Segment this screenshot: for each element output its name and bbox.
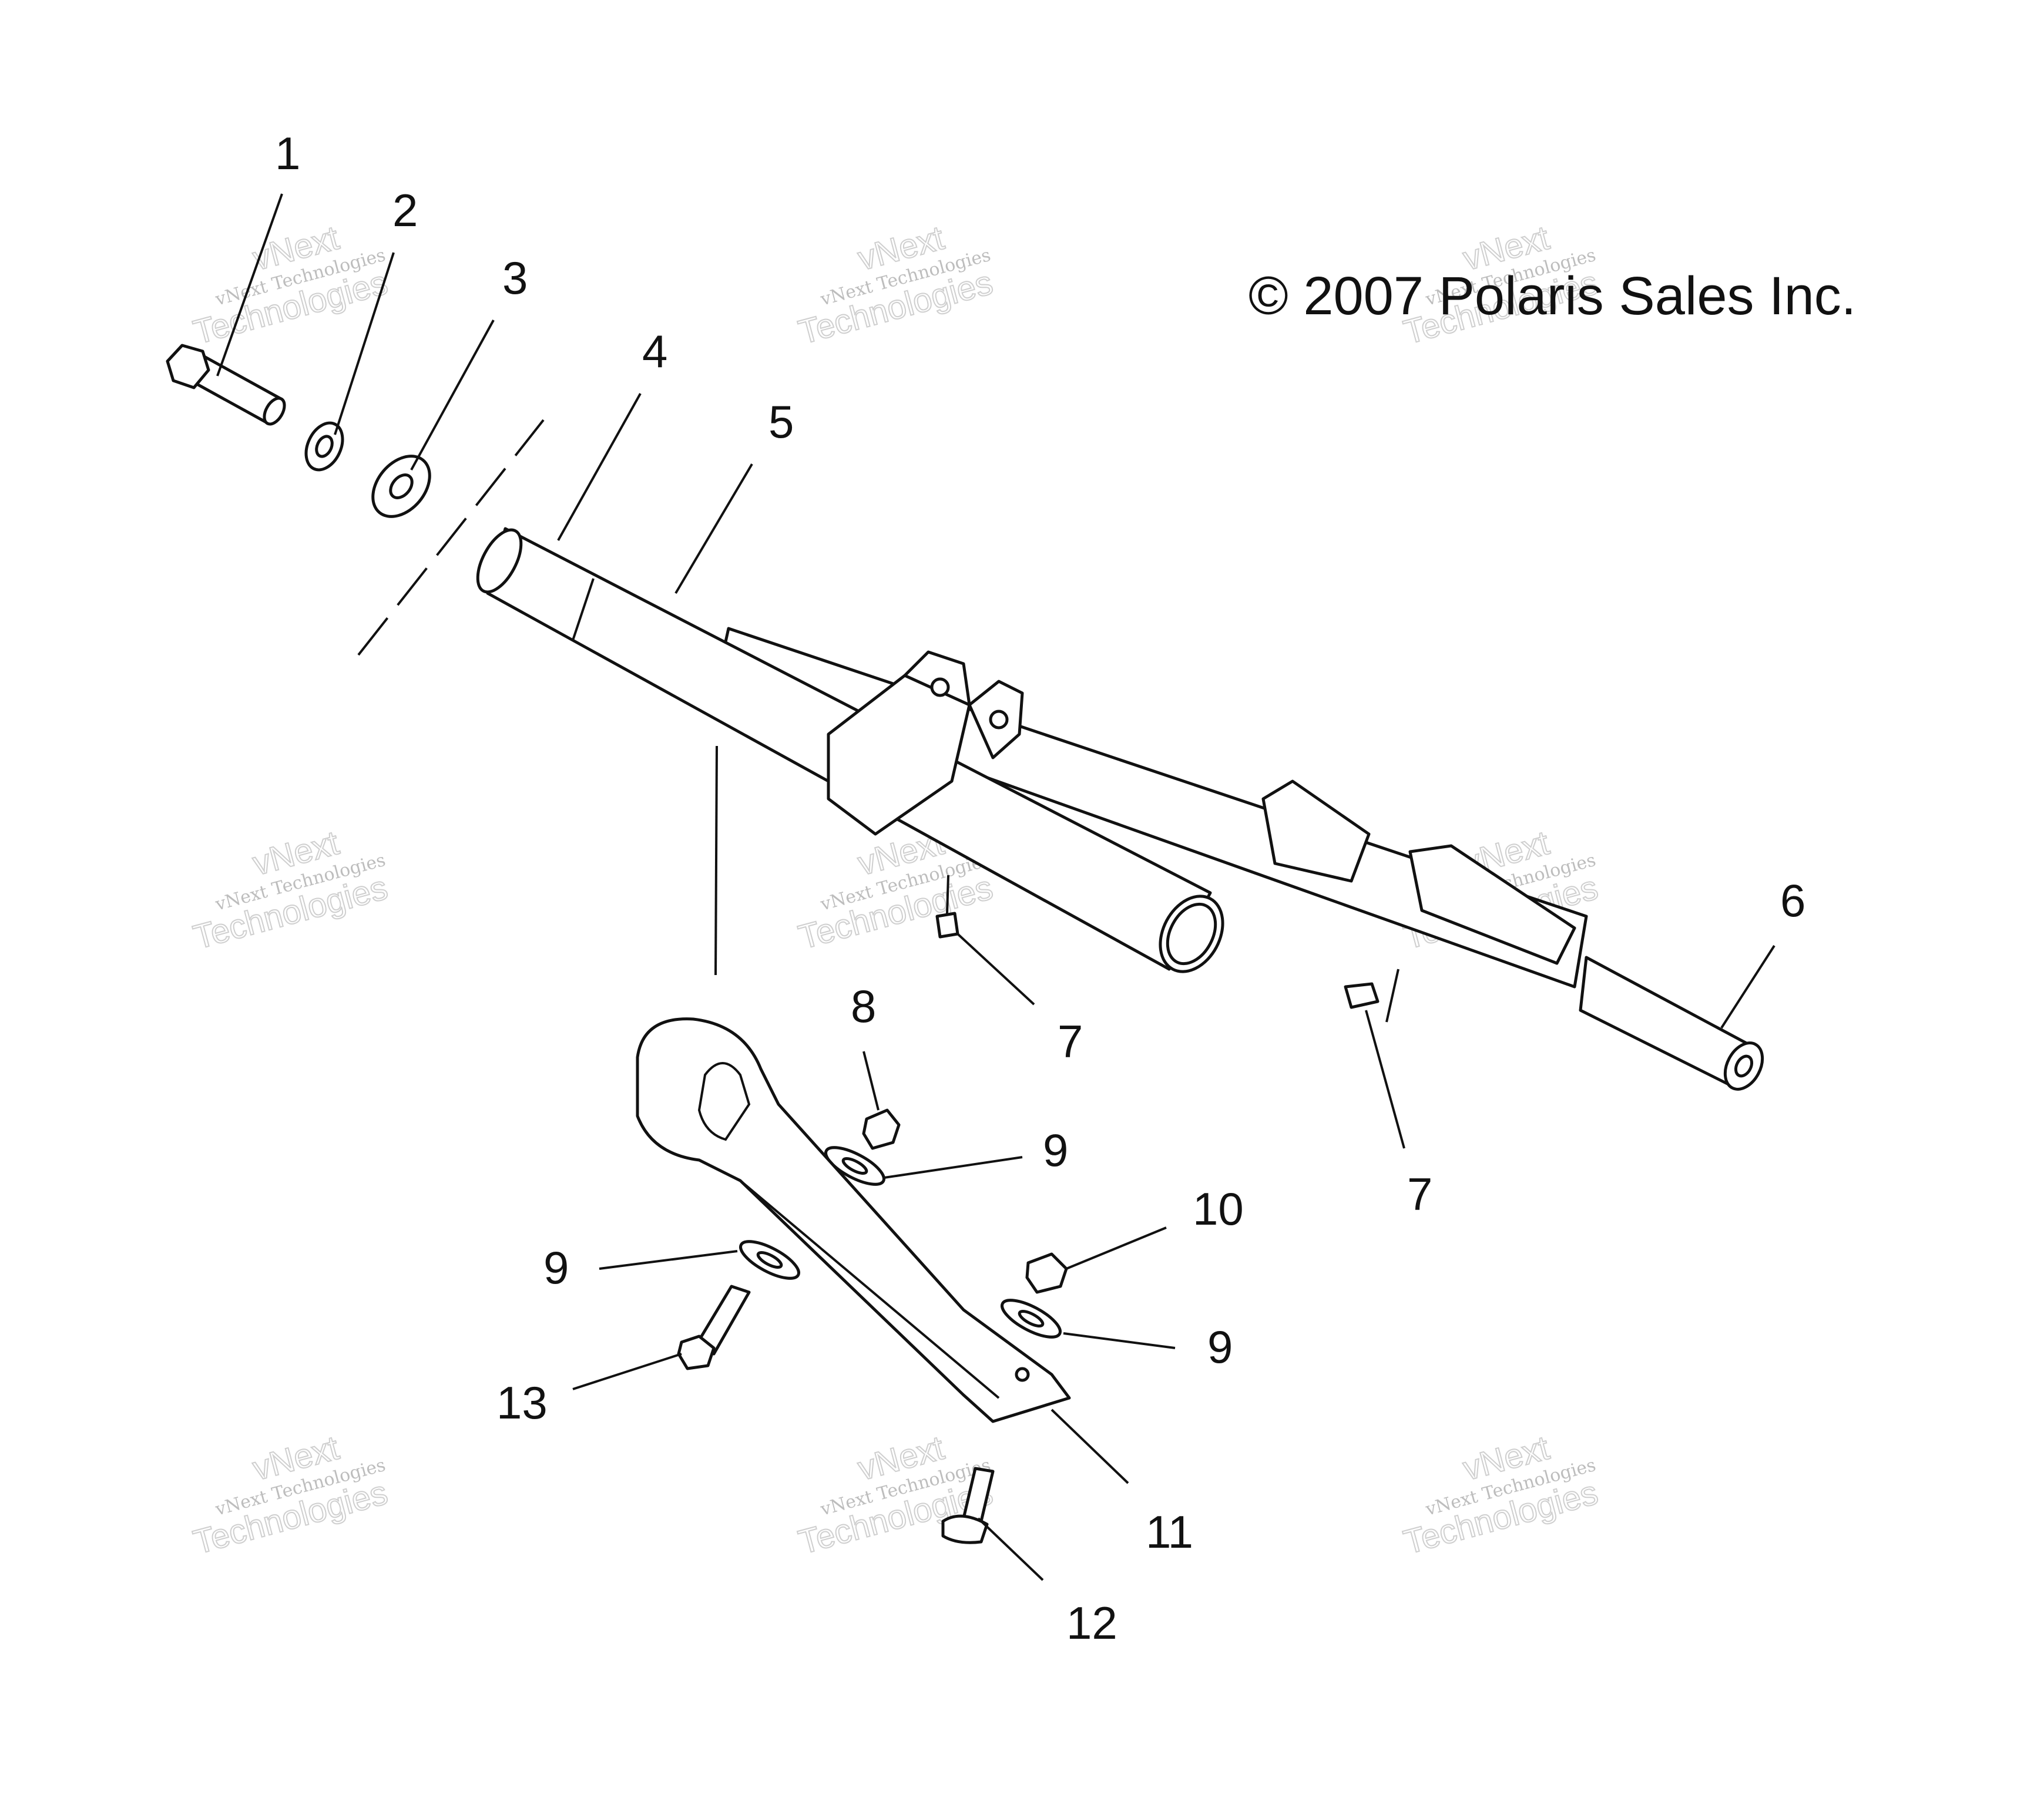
shaft-part-6 bbox=[1579, 956, 1764, 1091]
callout-11: 11 bbox=[1146, 1506, 1193, 1558]
nut-part-10 bbox=[1025, 1252, 1068, 1294]
leader-1 bbox=[216, 193, 283, 377]
washer-hole bbox=[756, 1251, 783, 1269]
fitting-body bbox=[1344, 982, 1380, 1009]
bolt-head bbox=[166, 344, 210, 389]
leader-4 bbox=[557, 393, 642, 541]
washer-part-9c bbox=[1001, 1299, 1062, 1339]
leader-13 bbox=[572, 1353, 682, 1390]
callout-10: 10 bbox=[1193, 1183, 1244, 1235]
washer-hole bbox=[389, 473, 414, 499]
shaft-rear-bracket bbox=[1408, 844, 1576, 965]
leader-7b bbox=[1365, 1010, 1405, 1149]
bolt-part-1 bbox=[166, 344, 286, 426]
shaft-rear-sleeve bbox=[1261, 779, 1371, 883]
leader-tube-arm bbox=[714, 745, 718, 976]
leader-5 bbox=[674, 463, 753, 594]
leader-6 bbox=[1720, 944, 1776, 1029]
watermark: vNext vNext Technologies Technologies bbox=[1399, 1428, 1602, 1562]
fitting-stem bbox=[946, 875, 949, 914]
leader-9a bbox=[884, 1156, 1023, 1179]
main-tube-left-end bbox=[476, 528, 523, 594]
watermark: vNext vNext Technologies Technologies bbox=[189, 823, 392, 957]
leader-9c bbox=[1063, 1332, 1176, 1349]
leader-11 bbox=[1050, 1409, 1129, 1484]
bolt-shank bbox=[694, 1285, 751, 1356]
washer-hole bbox=[1018, 1309, 1045, 1328]
callout-9c: 9 bbox=[1207, 1321, 1233, 1373]
watermark: vNext vNext Technologies Technologies bbox=[189, 218, 392, 352]
callout-2: 2 bbox=[392, 184, 418, 236]
bolt-part-12 bbox=[941, 1467, 995, 1544]
callout-4: 4 bbox=[642, 325, 667, 377]
callout-8: 8 bbox=[851, 980, 876, 1032]
washer-part-2 bbox=[304, 421, 344, 472]
leader-7a bbox=[956, 933, 1035, 1006]
leader-12 bbox=[977, 1517, 1044, 1581]
grease-fitting-part-7b bbox=[1344, 982, 1380, 1009]
leader-3 bbox=[410, 320, 495, 470]
callout-9b: 9 bbox=[543, 1242, 569, 1293]
copyright-text: © 2007 Polaris Sales Inc. bbox=[1248, 266, 1856, 326]
main-tube-bore bbox=[1166, 902, 1217, 966]
nut-part-8 bbox=[862, 1108, 901, 1150]
arm-edge bbox=[739, 1179, 1000, 1399]
callout-5: 5 bbox=[768, 396, 794, 448]
steering-arm-part-11 bbox=[636, 1017, 1071, 1423]
leader-7b-upper bbox=[1385, 969, 1399, 1023]
bracket-hole-right bbox=[989, 710, 1009, 730]
arm-eye-hole bbox=[697, 1062, 751, 1141]
leader-lines bbox=[216, 193, 1776, 1581]
washer-part-9b bbox=[739, 1240, 800, 1280]
bolt-part-13 bbox=[677, 1285, 751, 1370]
washer-hole bbox=[841, 1157, 868, 1175]
shaft-end-hole bbox=[1734, 1054, 1754, 1078]
callouts: 1 2 3 4 5 6 7 7 8 9 9 9 10 11 12 13 bbox=[275, 127, 1805, 1649]
center-bracket bbox=[827, 650, 1024, 836]
callout-12: 12 bbox=[1066, 1597, 1117, 1649]
sleeve-seam bbox=[572, 578, 595, 641]
bolt-end bbox=[263, 396, 286, 426]
callout-7a: 7 bbox=[1058, 1016, 1083, 1067]
arm-mount-hole bbox=[1015, 1367, 1030, 1382]
callout-13: 13 bbox=[496, 1377, 548, 1428]
leader-10 bbox=[1066, 1226, 1167, 1270]
bracket-hole-left bbox=[930, 677, 950, 697]
bolt-head bbox=[941, 1514, 989, 1544]
washer-part-3 bbox=[371, 455, 431, 518]
washer-hole bbox=[315, 435, 334, 458]
fitting-body bbox=[935, 912, 959, 939]
arm-body bbox=[636, 1017, 1071, 1423]
callout-6: 6 bbox=[1780, 875, 1805, 926]
leader-8 bbox=[862, 1051, 880, 1111]
callout-1: 1 bbox=[275, 127, 300, 179]
leader-9b bbox=[599, 1250, 738, 1270]
callout-9a: 9 bbox=[1043, 1124, 1068, 1176]
callout-7b: 7 bbox=[1407, 1168, 1432, 1220]
watermark: vNext vNext Technologies Technologies bbox=[189, 1428, 392, 1562]
watermark: vNext vNext Technologies Technologies bbox=[794, 218, 997, 352]
callout-3: 3 bbox=[502, 252, 528, 304]
washer-part-9a bbox=[824, 1146, 885, 1186]
leader-2 bbox=[334, 252, 395, 435]
axis-centerline bbox=[357, 419, 545, 656]
